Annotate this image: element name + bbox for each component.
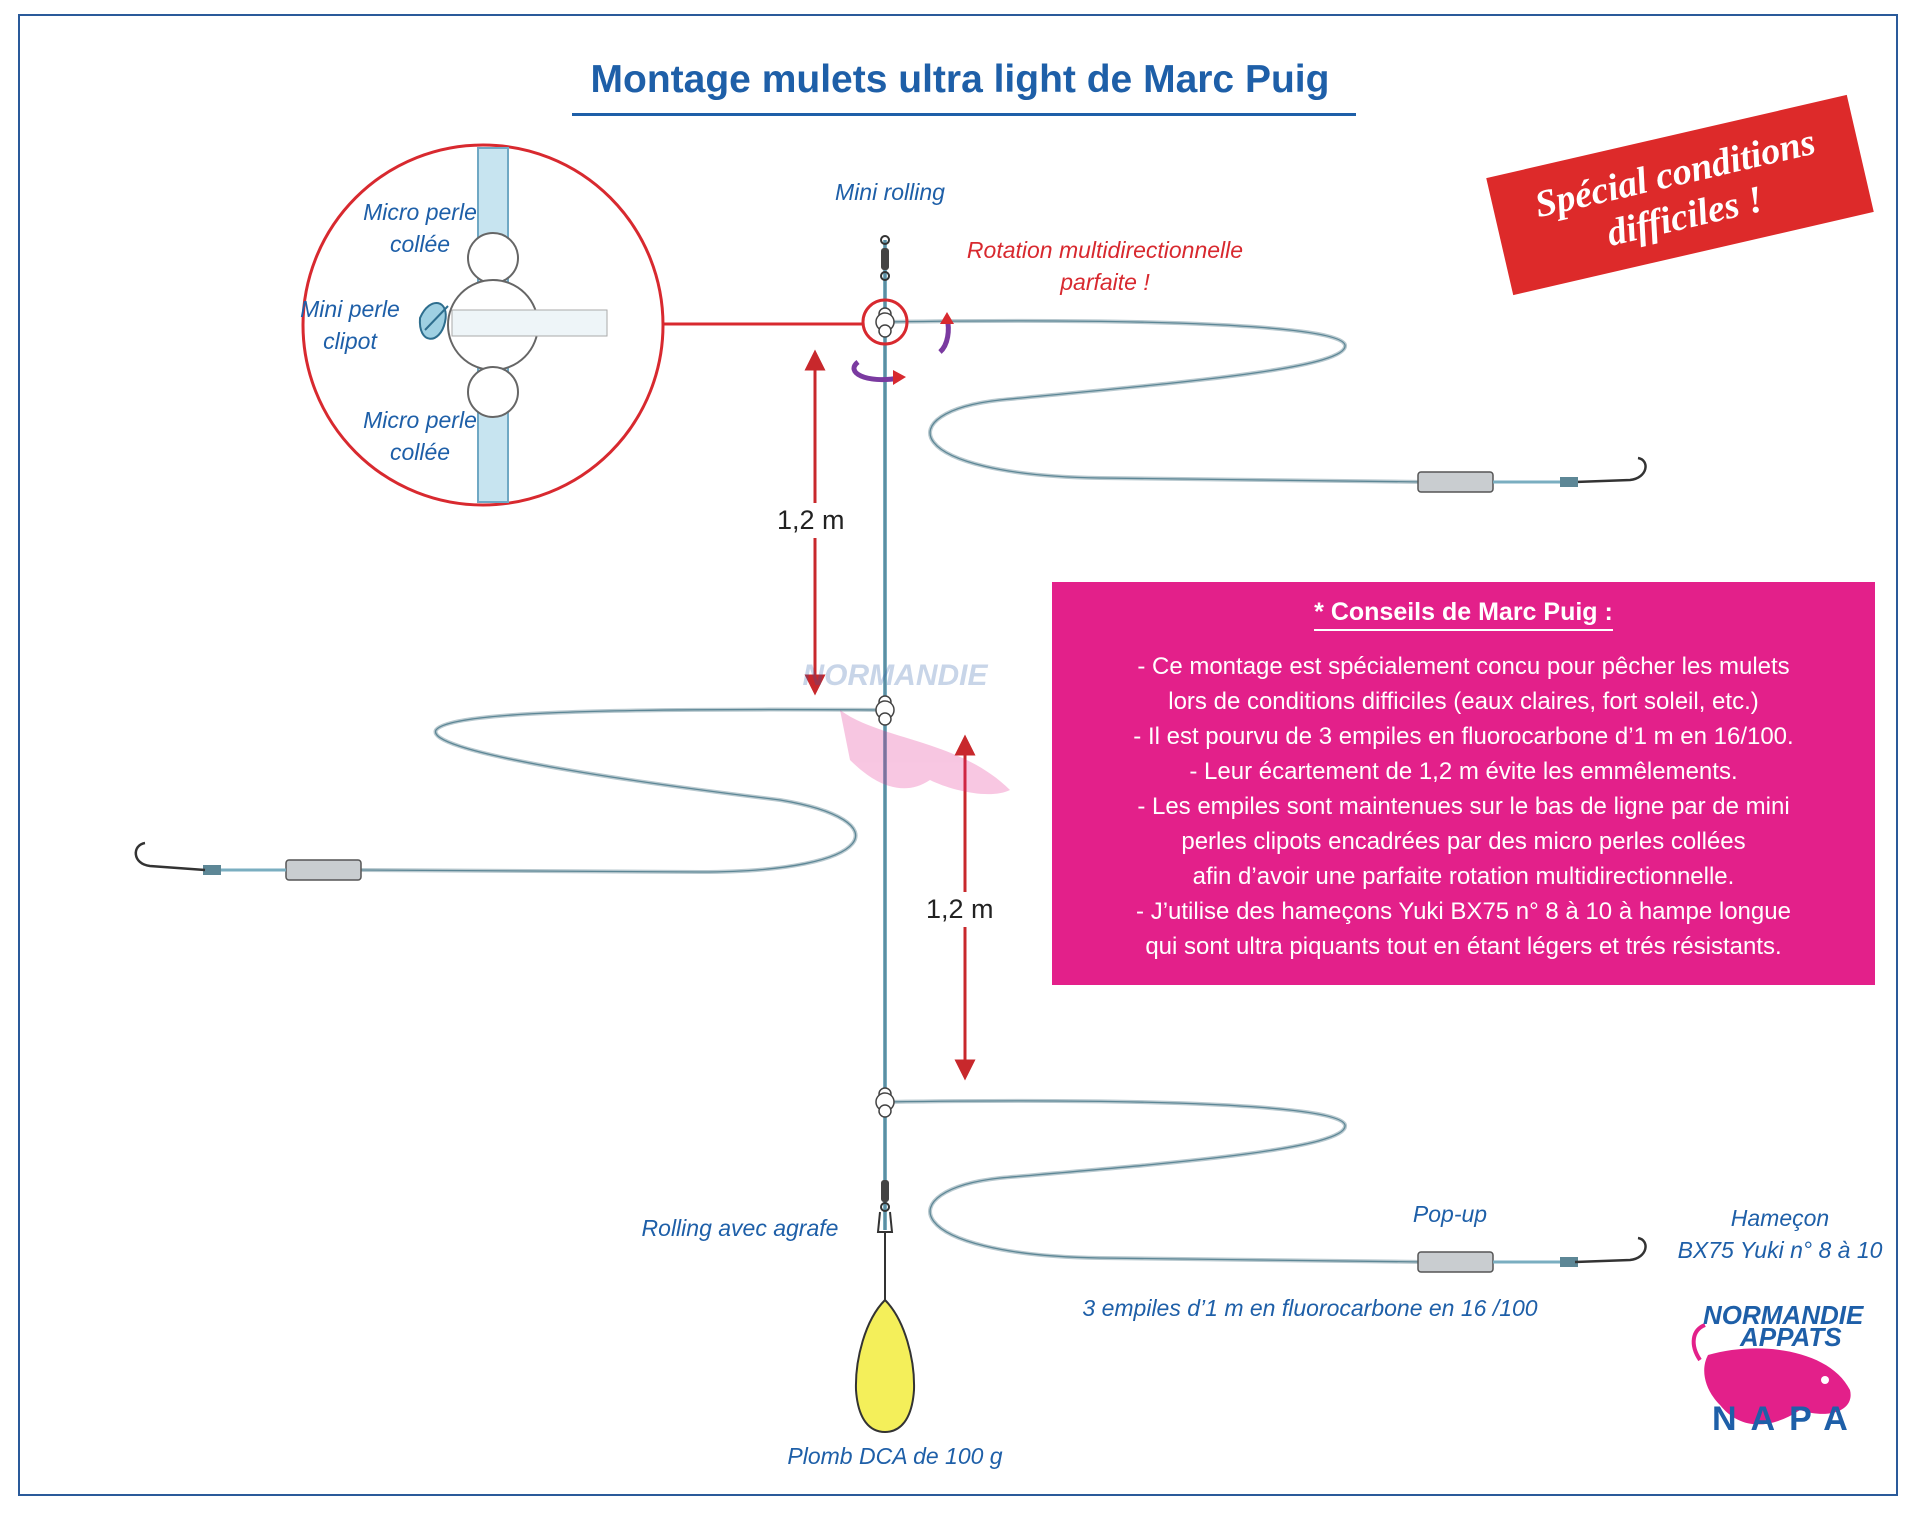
label-micro-perle-top-line2: collée <box>389 231 451 257</box>
label-micro-perle-bottom-line2: collée <box>389 439 451 465</box>
label-mini-perle-line1: Mini perle <box>300 296 400 322</box>
logo-appats: APPATS <box>1740 1322 1842 1352</box>
popup-float-2 <box>285 859 362 881</box>
distance-label-2: 1,2 m <box>922 892 998 927</box>
popup-float-1 <box>1417 471 1494 493</box>
popup-float-3 <box>1417 1251 1494 1273</box>
label-rolling-agrafe: Rolling avec agrafe <box>641 1215 839 1241</box>
dropper-3 <box>884 1098 1647 1273</box>
label-mini-perle: Mini perle clipot <box>290 293 410 357</box>
napa-logo <box>1691 1323 1851 1425</box>
dropper-2 <box>134 707 886 881</box>
label-plomb: Plomb DCA de 100 g <box>787 1443 1003 1469</box>
label-mini-rolling: Mini rolling <box>835 179 945 205</box>
sinker-icon <box>854 1298 916 1434</box>
page-title: Montage mulets ultra light de Marc Puig <box>590 58 1330 101</box>
advice-line: - Ce montage est spécialement concu pour… <box>1137 653 1790 680</box>
advice-box: * Conseils de Marc Puig : - Ce montage e… <box>1052 582 1875 985</box>
label-micro-perle-bottom-line1: Micro perle <box>363 407 477 433</box>
hook-3-icon <box>1574 1236 1647 1264</box>
zoom-detail <box>301 143 665 507</box>
logo-normandie: NORMANDIE <box>1703 1300 1864 1330</box>
advice-line: - Il est pourvu de 3 empiles en fluoroca… <box>1133 723 1794 750</box>
advice-line: afin d’avoir une parfaite rotation multi… <box>1192 863 1735 890</box>
mini-rolling-swivel <box>880 235 890 281</box>
zoom-highlight <box>861 298 909 346</box>
label-micro-perle-top: Micro perle collée <box>345 196 495 260</box>
advice-line: - Leur écartement de 1,2 m évite les emm… <box>1189 758 1738 785</box>
dropper-1 <box>884 318 1647 493</box>
page-frame <box>18 14 1898 1496</box>
label-hamecon-line1: Hameçon <box>1730 1205 1830 1231</box>
advice-heading: * Conseils de Marc Puig : <box>1314 598 1613 631</box>
label-rotation: Rotation multidirectionnelle parfaite ! <box>905 234 1305 298</box>
advice-line: perles clipots encadrées par des micro p… <box>1181 828 1746 855</box>
label-mini-perle-line2: clipot <box>323 328 377 354</box>
watermark-logo: NORMANDIE <box>803 659 1010 795</box>
label-hamecon: Hameçon BX75 Yuki n° 8 à 10 <box>1660 1202 1900 1266</box>
label-hamecon-line2: BX75 Yuki n° 8 à 10 <box>1677 1237 1883 1263</box>
svg-text:NORMANDIE: NORMANDIE <box>803 659 989 692</box>
rotation-arrows-icon <box>851 312 954 385</box>
advice-line: - J’utilise des hameçons Yuki BX75 n° 8 … <box>1136 898 1791 925</box>
clip-bead-bottom <box>875 1087 895 1118</box>
advice-line: lors de conditions difficiles (eaux clai… <box>1168 688 1759 715</box>
label-micro-perle-top-line1: Micro perle <box>363 199 477 225</box>
advice-line: - Les empiles sont maintenues sur le bas… <box>1137 793 1790 820</box>
title-underline <box>572 113 1356 116</box>
advice-line: qui sont ultra piquants tout en étant lé… <box>1145 933 1782 960</box>
logo-napa: NAPA <box>1712 1400 1862 1438</box>
label-micro-perle-bottom: Micro perle collée <box>345 404 495 468</box>
hook-2-icon <box>134 841 206 872</box>
label-popup: Pop-up <box>1412 1201 1488 1227</box>
advice-lines: - Ce montage est spécialement concu pour… <box>1052 649 1875 964</box>
hook-1-icon <box>1574 456 1647 484</box>
clip-bead-top <box>875 307 895 338</box>
distance-label-1: 1,2 m <box>773 503 849 538</box>
clip-bead-middle <box>875 695 895 726</box>
label-rotation-line1: Rotation multidirectionnelle <box>966 237 1244 263</box>
label-empiles: 3 empiles d’1 m en fluorocarbone en 16 /… <box>1082 1295 1538 1321</box>
label-rotation-line2: parfaite ! <box>1060 269 1150 295</box>
